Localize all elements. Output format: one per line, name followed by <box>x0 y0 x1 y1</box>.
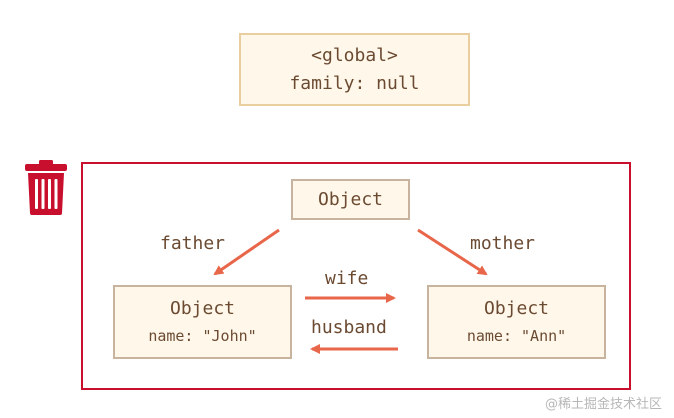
global-box: <global> family: null <box>239 33 470 106</box>
ann-object: Object name: "Ann" <box>427 285 606 359</box>
global-family-property: family: null <box>289 72 420 94</box>
ann-object-title: Object <box>483 298 550 319</box>
ann-name-property: name: "Ann" <box>466 327 567 345</box>
watermark: @稀土掘金技术社区 <box>544 397 662 412</box>
father-arrow <box>213 228 280 276</box>
john-object-title: Object <box>169 298 236 319</box>
family-object: Object <box>291 179 410 220</box>
global-title: <global> <box>311 44 398 66</box>
unreachable-group-frame <box>81 162 631 390</box>
family-object-title: Object <box>317 188 384 210</box>
mother-arrow <box>417 228 488 276</box>
husband-label: husband <box>311 317 387 338</box>
trash-can-icon <box>24 160 68 220</box>
wife-label: wife <box>325 268 369 289</box>
john-name-property: name: "John" <box>148 327 257 345</box>
mother-label: mother <box>470 233 536 254</box>
john-object: Object name: "John" <box>113 285 292 359</box>
father-label: father <box>160 233 226 254</box>
